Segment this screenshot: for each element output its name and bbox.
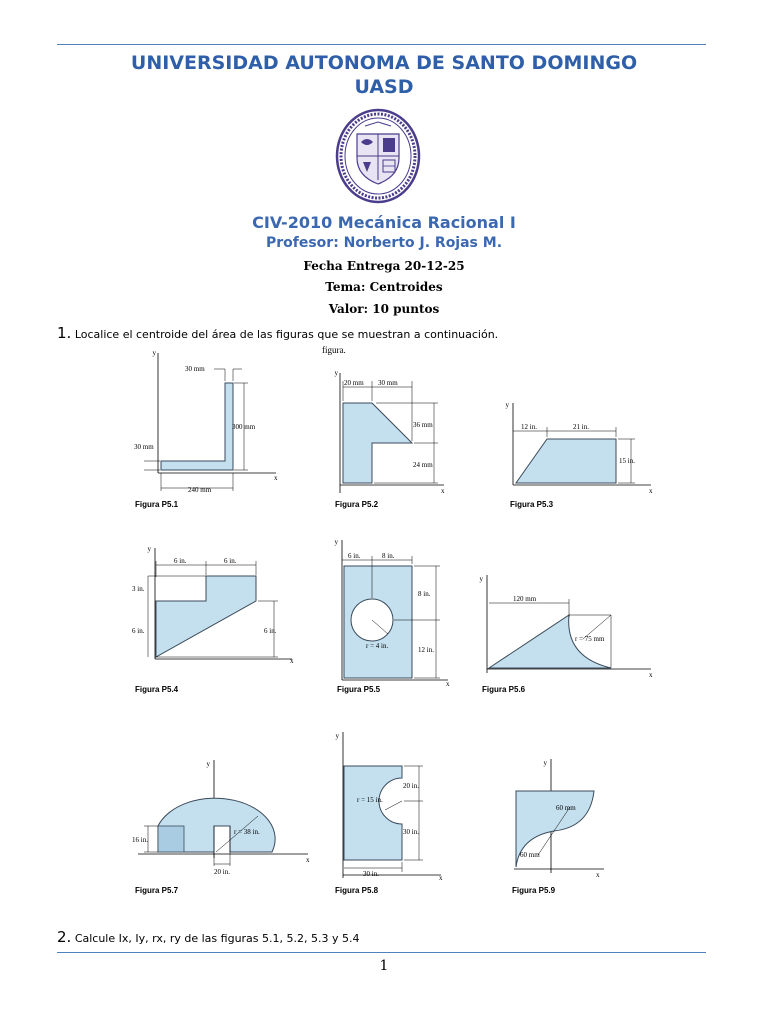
dim-label: 8 in. [382,552,395,560]
question-2: 2. Calcule Ix, Iy, rx, ry de las figuras… [57,928,360,946]
dim-label: 6 in. [264,627,277,635]
question-1: 1. Localice el centroide del área de las… [57,324,498,342]
radius-label: r = 38 in. [234,828,260,836]
radius-label: r = 4 in. [366,642,388,650]
radius-label: r = 75 mm [575,635,605,643]
figure-p5-5: y x 6 in. 8 in. 8 in. 12 in. r = 4 in. [318,538,458,688]
dim-label: 20 mm [344,379,364,387]
university-acronym: UASD [354,76,414,98]
y-axis-label: y [336,732,340,740]
figure-p5-7: y x 16 in. 20 in. r = 38 in. [130,756,315,881]
x-axis-label: x [274,474,278,482]
figure-caption: Figura P5.5 [337,685,381,694]
points-value: Valor: 10 puntos [328,302,440,316]
dim-label: 20 in. [403,782,419,790]
figure-caption: Figura P5.1 [135,500,179,509]
dim-label: 3 in. [132,585,145,593]
course-title: CIV-2010 Mecánica Racional I [252,213,516,232]
radius-label: r = 15 in. [357,796,383,804]
dim-label: 6 in. [174,557,187,565]
top-rule [57,44,706,45]
figure-p5-9: y x 60 mm 60 mm [500,755,610,880]
dim-label: 6 in. [132,627,145,635]
figure-note: figura. [322,345,346,355]
dim-label: 36 mm [413,421,433,429]
figure-caption: Figura P5.6 [482,685,526,694]
x-axis-label: x [596,871,600,879]
figure-p5-3: y x 12 in. 21 in. 15 in. [505,395,655,495]
dim-label: 30 mm [378,379,398,387]
question-text: Calcule Ix, Iy, rx, ry de las figuras 5.… [74,932,360,945]
question-number: 2. [57,928,72,946]
question-text: Localice el centroide del área de las fi… [74,328,499,341]
dim-label: 6 in. [224,557,237,565]
y-axis-label: y [544,759,548,767]
dim-label: 120 mm [513,595,537,603]
figure-p5-6: y x 120 mm r = 75 mm [475,573,665,683]
dim-label: 60 mm [520,851,540,859]
university-seal [335,108,421,204]
figure-p5-2: figura. y x 20 mm 30 mm 36 mm 24 mm [318,345,458,495]
figure-p5-8: y x 20 in. 30 in. 30 in. r = 15 in. [323,730,448,882]
dim-label: 20 in. [214,868,230,876]
dim-label: 30 mm [134,443,154,451]
figure-caption: Figura P5.2 [335,500,379,509]
figure-caption: Figura P5.8 [335,886,379,895]
figure-caption: Figura P5.9 [512,886,556,895]
y-axis-label: y [207,760,211,768]
dim-label: 15 in. [619,457,635,465]
x-axis-label: x [446,680,450,688]
figure-p5-1: y x 30 mm 300 mm 30 mm 240 mm [130,345,280,495]
figure-caption: Figura P5.3 [510,500,554,509]
dim-label: 6 in. [348,552,361,560]
x-axis-label: x [290,657,294,665]
dim-label: 60 mm [556,804,576,812]
y-axis-label: y [153,349,157,357]
dim-label: 16 in. [132,836,148,844]
y-axis-label: y [480,575,484,583]
dim-label: 12 in. [418,646,434,654]
dim-label: 24 mm [413,461,433,469]
dim-label: 12 in. [521,423,537,431]
y-axis-label: y [506,401,510,409]
dim-label: 30 mm [185,365,205,373]
bottom-rule [57,952,706,953]
professor-name: Profesor: Norberto J. Rojas M. [265,235,503,251]
topic: Tema: Centroides [325,280,443,294]
y-axis-label: y [335,369,339,377]
figure-p5-4: y x 6 in. 6 in. 3 in. 6 in. 6 in. [130,543,300,673]
x-axis-label: x [441,487,445,495]
question-number: 1. [57,324,72,342]
dim-label: 30 in. [363,870,379,878]
dim-label: 240 mm [188,486,212,494]
dim-label: 21 in. [573,423,589,431]
x-axis-label: x [306,856,310,864]
due-date: Fecha Entrega 20-12-25 [303,259,465,273]
x-axis-label: x [649,487,653,495]
figure-caption: Figura P5.4 [135,685,179,694]
figure-caption: Figura P5.7 [135,886,179,895]
x-axis-label: x [439,874,443,882]
dim-label: 8 in. [418,590,431,598]
university-title: UNIVERSIDAD AUTONOMA DE SANTO DOMINGO [130,52,638,74]
dim-label: 300 mm [232,423,256,431]
dim-label: 30 in. [403,828,419,836]
page-number: 1 [379,958,389,974]
y-axis-label: y [148,545,152,553]
x-axis-label: x [649,671,653,679]
y-axis-label: y [335,538,339,546]
